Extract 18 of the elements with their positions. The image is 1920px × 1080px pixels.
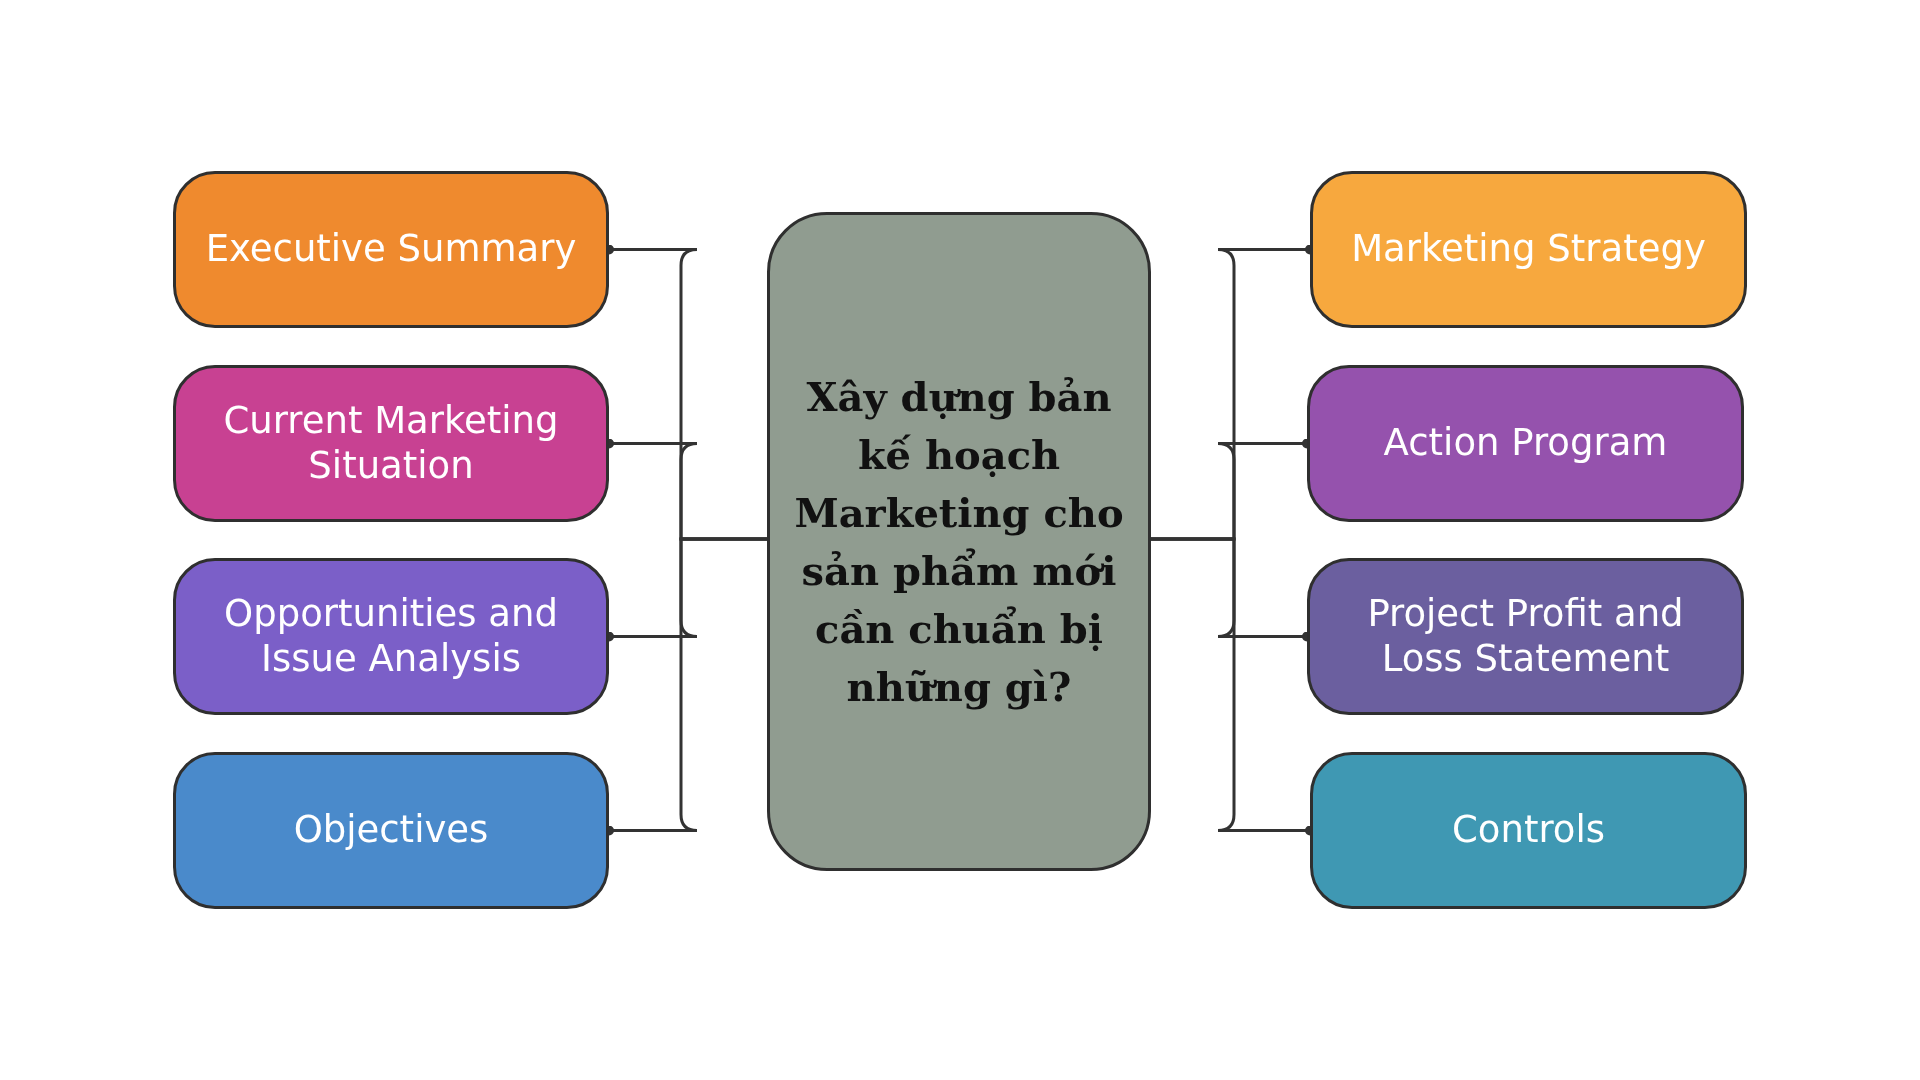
section-label: Action Program bbox=[1383, 421, 1668, 466]
section-box bbox=[1310, 171, 1747, 328]
section-box bbox=[173, 365, 609, 522]
section-box bbox=[173, 558, 609, 715]
topic-box bbox=[767, 212, 1151, 871]
section-label: Current Marketing Situation bbox=[222, 399, 560, 488]
section-label: Executive Summary bbox=[205, 227, 577, 272]
section-label: Objectives bbox=[293, 808, 489, 853]
section-box bbox=[173, 752, 609, 909]
section-label: Opportunities and Issue Analysis bbox=[223, 592, 559, 681]
section-box bbox=[173, 171, 609, 328]
section-label: Project Profit and Loss Statement bbox=[1366, 592, 1685, 681]
section-label: Controls bbox=[1452, 808, 1605, 853]
section-box bbox=[1307, 558, 1744, 715]
section-box bbox=[1310, 752, 1747, 909]
section-label: Marketing Strategy bbox=[1351, 227, 1706, 272]
section-box bbox=[1307, 365, 1744, 522]
topic-text: Xây dựng bản kế hoạch Marketing cho sản phẩm mới cần chuẩn bị những gì? bbox=[793, 371, 1125, 712]
